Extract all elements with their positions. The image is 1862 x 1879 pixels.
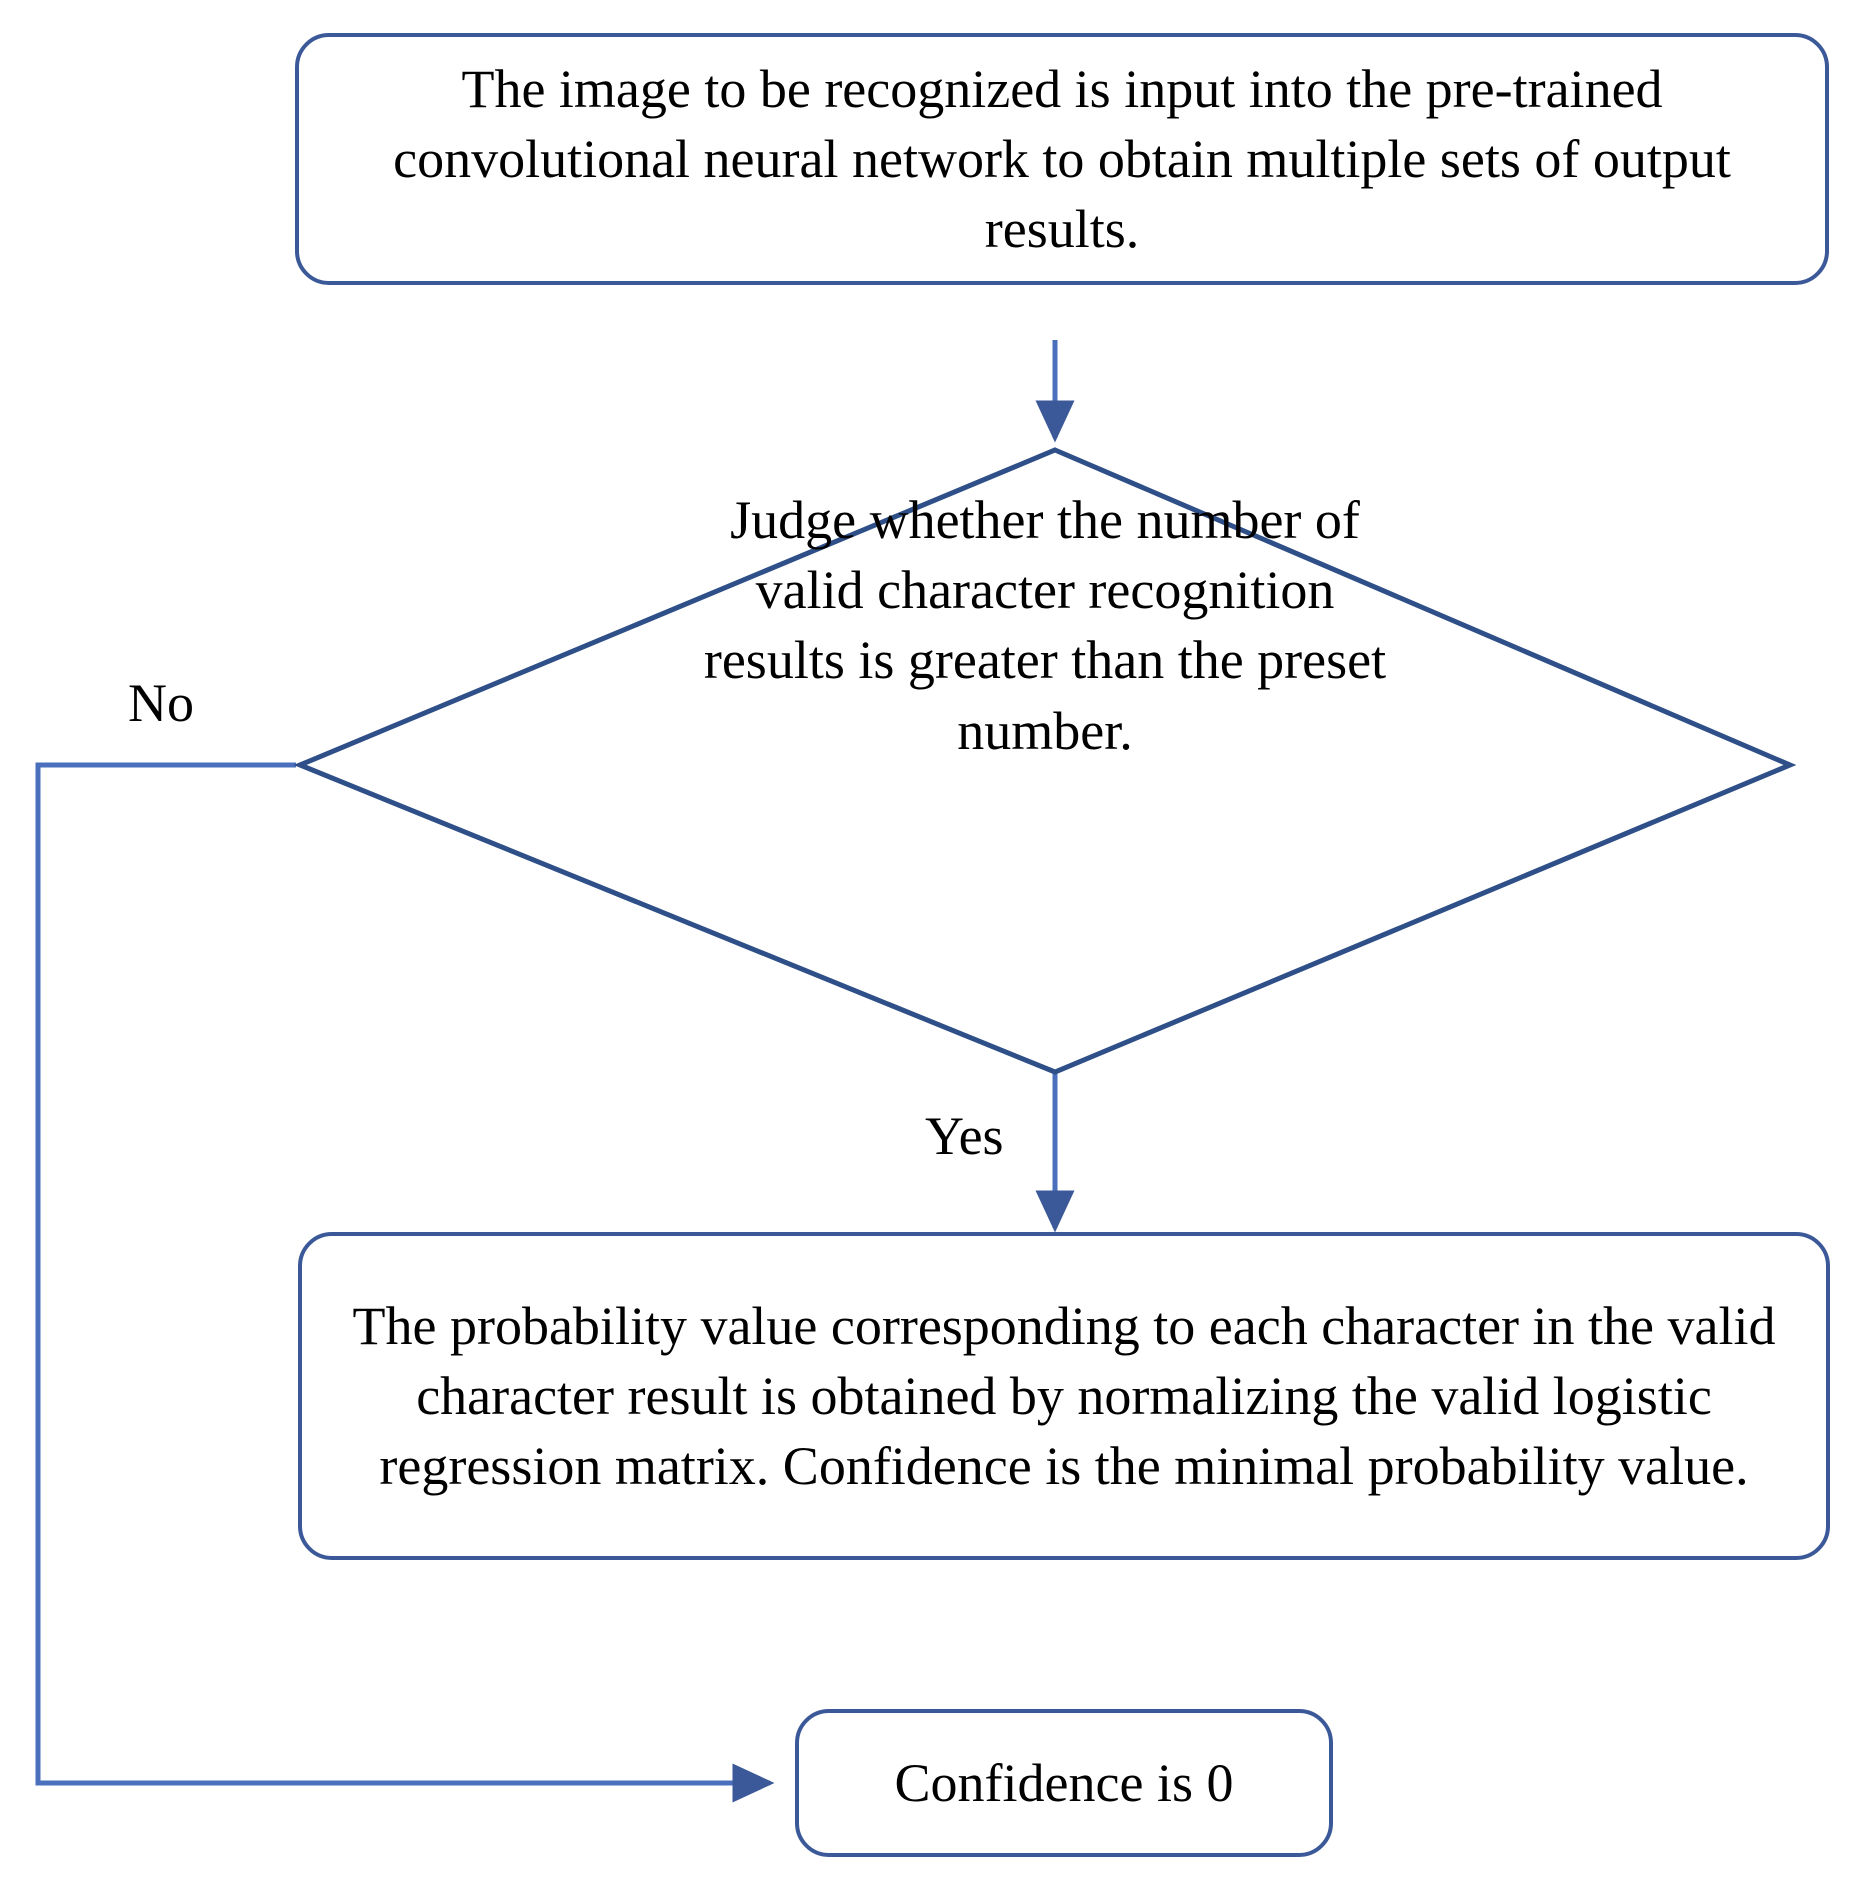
- decision-diamond-shape: [293, 447, 1797, 1075]
- node-normalize-step-label: The probability value corresponding to e…: [352, 1295, 1776, 1497]
- node-confidence-zero[interactable]: Confidence is 0: [795, 1709, 1333, 1857]
- node-normalize-step[interactable]: The probability value corresponding to e…: [298, 1232, 1830, 1560]
- node-decision[interactable]: Judge whether the number of valid charac…: [293, 440, 1797, 1080]
- edge-label-yes: Yes: [925, 1106, 1004, 1166]
- node-input-step-label: The image to be recognized is input into…: [393, 58, 1731, 260]
- node-decision-label: Judge whether the number of valid charac…: [703, 490, 1387, 761]
- node-confidence-zero-label: Confidence is 0: [894, 1752, 1234, 1813]
- edge-label-no: No: [128, 673, 194, 733]
- node-input-step[interactable]: The image to be recognized is input into…: [295, 33, 1829, 285]
